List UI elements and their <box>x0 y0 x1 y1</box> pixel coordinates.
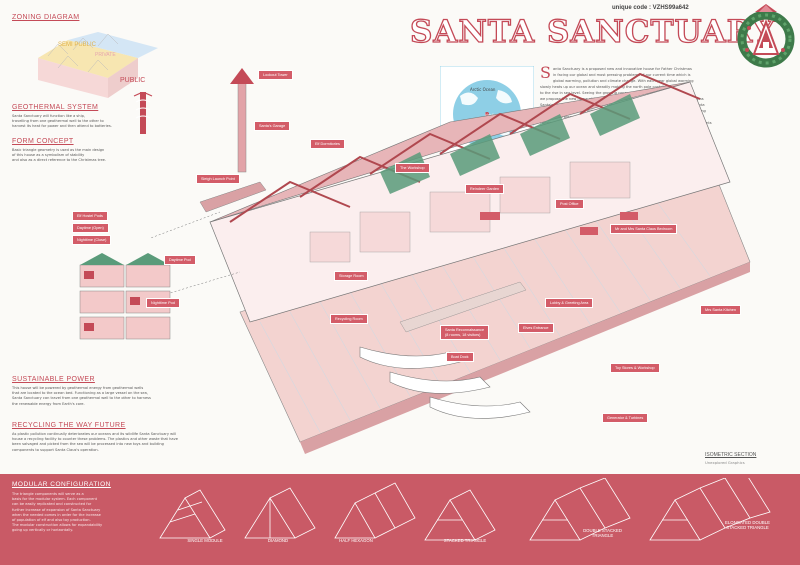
tag-daytime: Daytime (Open) <box>72 223 109 233</box>
zoning-label-semi-public: SEMI PUBLIC <box>58 42 97 48</box>
mod-line: further increase of expansion of Santa S… <box>12 507 101 512</box>
tag-nighttime: Nighttime (Close) <box>72 235 112 245</box>
map-label-arctic-ocean: Arctic Ocean <box>470 87 496 92</box>
tag-generator-turbines: Generator & Turbines <box>602 413 649 423</box>
wreath-logo-icon <box>737 4 795 68</box>
sustainable-power-title: SUSTAINABLE POWER <box>12 376 95 383</box>
geothermal-line: Santa Sanctuary will function like a shi… <box>12 114 86 118</box>
elf-hostel-pods-drawing <box>79 253 171 340</box>
tag-santa-reconnaissance: Santa Reconnaissance (8 rooms, 18 visito… <box>440 325 490 340</box>
geothermal-line: travelling from one geothermal well to t… <box>12 119 104 124</box>
tag-recycling-room: Recycling Room <box>330 314 368 324</box>
module-label-diamond: DIAMOND <box>267 538 289 543</box>
page-title: SANTA SANCTUARY <box>409 13 776 50</box>
module-label-single: SINGLE MODULE <box>187 538 223 543</box>
module-stacked-triangle-icon <box>424 489 496 541</box>
modular-text: The triangle components will serve as a … <box>12 492 132 534</box>
sp-line: Santa Sanctuary can travel from one geot… <box>12 396 151 401</box>
geothermal-title: GEOTHERMAL SYSTEM <box>12 104 99 111</box>
tag-santa-reconnaissance-label: Santa Reconnaissance <box>445 327 485 332</box>
recycling-title: RECYCLING THE WAY FUTURE <box>12 422 126 429</box>
sp-line: that are located to the ocean bed. Funct… <box>12 391 148 396</box>
module-double-stacked-icon <box>529 478 631 541</box>
recycling-text: As plastic pollution continually deterio… <box>12 432 262 453</box>
zoning-title: ZONING DIAGRAM <box>12 14 80 21</box>
zoning-diagram <box>38 32 158 98</box>
tag-sleigh-launch: Sleigh Launch Point <box>196 174 240 184</box>
tag-the-workshop: The Workshop <box>395 163 430 173</box>
story-line: global warming, pollution and climate ch… <box>552 79 694 83</box>
tag-storage-room: Storage Room <box>334 271 369 281</box>
story-line: to the rise in sea level. Seeing the gro… <box>540 91 694 95</box>
tag-lobby-greeting: Lobby & Greeting Area <box>545 298 594 308</box>
tag-elf-dormitories: Elf Dormitories <box>310 139 345 149</box>
tag-santa-reconnaissance-sub: (8 rooms, 18 visitors) <box>445 332 481 337</box>
story-line: slowly heats up our ocean and steadily m… <box>540 85 675 89</box>
tag-daytime-pod: Daytime Pod <box>164 255 196 265</box>
geothermal-pipe-icon <box>133 92 153 134</box>
story-line: in facing our global and most pressing p… <box>552 73 691 77</box>
module-label-half-hexagon: HALF HEXAGON <box>339 538 373 543</box>
mod-line: basis for the modular system. Each compo… <box>12 497 98 502</box>
modular-title: MODULAR CONFIGURATION <box>12 481 111 488</box>
mod-line: going up vertically or horizontally. <box>12 528 74 533</box>
sp-line: This house will be powered by geothermal… <box>12 386 144 390</box>
rec-line: house a recycling facility to counter th… <box>12 437 178 442</box>
module-drawings <box>159 478 771 541</box>
geothermal-line: harvest its heat for power and then atte… <box>12 124 112 129</box>
story-drop-cap: S <box>540 63 551 82</box>
rec-line: been salvaged and picked from the sea wi… <box>12 442 164 447</box>
rec-line: components to support Santa Claus's oper… <box>12 447 99 452</box>
rec-line: As plastic pollution continually deterio… <box>12 432 177 436</box>
mod-line: of population of elf and also toy produc… <box>12 518 91 523</box>
story-line: anta Sanctuary is a proposed new and inn… <box>552 67 692 71</box>
tag-elves-entrance: Elves Entrance <box>518 323 554 333</box>
isometric-title: ISOMETRIC SECTION <box>705 452 757 458</box>
form-concept-text: Basic triangle geometry is used as the m… <box>12 148 172 164</box>
tag-post-office: Post Office <box>555 199 584 209</box>
form-line: Basic triangle geometry is used as the m… <box>12 148 105 152</box>
zoning-label-private: PRIVATE <box>95 52 116 58</box>
sp-line: the renewable energy from Earth's core. <box>12 401 85 406</box>
tag-nighttime-pod: Nighttime Pod <box>146 298 180 308</box>
form-line: of this house as a symbolism of stabilit… <box>12 153 85 158</box>
tag-toy-stores: Toy Stores & Workshop <box>610 363 660 373</box>
module-label-stacked-triangle: STACKED TRIANGLE <box>443 538 487 543</box>
module-label-double-stacked: DOUBLE STACKED TRIANGLE <box>583 528 622 538</box>
module-half-hexagon-icon <box>334 482 416 539</box>
tag-mrs-santa-kitchen: Mrs Santa Kitchen <box>700 305 742 315</box>
mod-line: The modular construction allows for expa… <box>12 523 103 528</box>
zoning-label-public: PUBLIC <box>120 77 146 84</box>
form-concept-title: FORM CONCEPT <box>12 138 74 145</box>
tag-boat-dock: Boat Dock <box>446 352 474 362</box>
mod-line: when the needed comes in order for the i… <box>12 512 101 517</box>
isometric-section-drawing <box>150 68 751 454</box>
tag-santas-garage: Santa's Garage <box>254 121 291 131</box>
modular-band <box>0 474 800 565</box>
tag-reindeer-stable: Reindeer Garden <box>465 184 505 194</box>
mod-line: can be easily replicated and constructed… <box>12 502 92 507</box>
unique-code: unique code : VZHS99a642 <box>612 5 689 11</box>
tag-lookout-tower: Lookout Tower <box>258 70 293 80</box>
geothermal-text: Santa Sanctuary will function like a shi… <box>12 114 132 130</box>
module-label-elongated: ELONGATED DOUBLE STACKED TRIANGLE <box>724 520 771 530</box>
sustainable-power-text: This house will be powered by geothermal… <box>12 386 232 407</box>
tag-elf-hostel: Elf Hostel Pods <box>72 211 108 221</box>
module-single-icon <box>159 489 226 539</box>
module-diamond-icon <box>244 487 316 539</box>
mod-line: The triangle components will serve as a <box>12 492 84 496</box>
module-elongated-icon <box>649 478 771 541</box>
form-line: and also as a direct reference to the Ch… <box>12 158 107 163</box>
tag-mr-mrs-santa: Mr and Mrs Santa Claus Bedroom <box>610 224 678 234</box>
isometric-subtitle: Unexplored Graphics <box>705 460 745 465</box>
